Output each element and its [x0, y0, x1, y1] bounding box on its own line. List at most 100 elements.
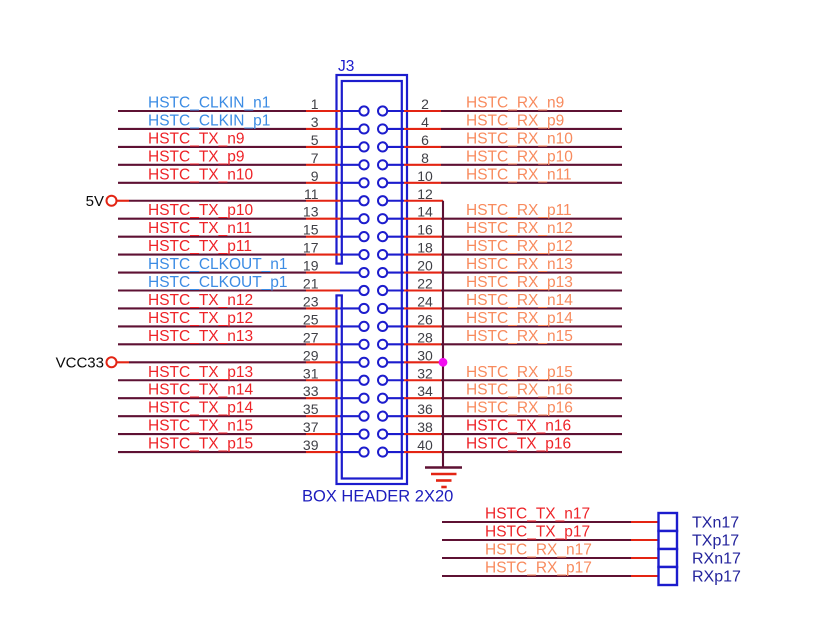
net-label-HSTC_CLKOUT_n1: HSTC_CLKOUT_n1	[148, 256, 288, 273]
pin-circle-26	[377, 320, 389, 332]
pin-circle-20	[377, 266, 389, 279]
net-label-HSTC_RX_p17: HSTC_RX_p17	[485, 560, 592, 577]
pin-number-4: 4	[421, 114, 429, 130]
pin-circle-25	[358, 320, 370, 332]
pin-circle-14	[377, 213, 389, 225]
net-label-HSTC_TX_n13: HSTC_TX_n13	[148, 328, 253, 345]
net-label-HSTC_RX_n11: HSTC_RX_n11	[466, 166, 572, 183]
net-label-HSTC_TX_n10: HSTC_TX_n10	[148, 166, 253, 183]
net-label-HSTC_RX_n10: HSTC_RX_n10	[466, 130, 573, 147]
pin-circle-1	[358, 105, 370, 117]
pin-circle-18	[377, 249, 389, 261]
pin-number-26: 26	[417, 311, 433, 327]
net-label-HSTC_TX_n12: HSTC_TX_n12	[148, 292, 253, 309]
pin-number-28: 28	[417, 329, 433, 345]
net-label-HSTC_TX_p17: HSTC_TX_p17	[485, 524, 590, 541]
pin-circle-15	[358, 231, 370, 243]
pin-number-30: 30	[417, 347, 433, 363]
pin-number-21: 21	[303, 276, 319, 292]
pin-number-20: 20	[417, 258, 433, 274]
pin-number-8: 8	[421, 150, 429, 166]
net-label-HSTC_TX_p15: HSTC_TX_p15	[148, 436, 253, 453]
pin-number-12: 12	[417, 186, 433, 202]
net-label-HSTC_RX_p11: HSTC_RX_p11	[466, 202, 572, 219]
pin-circle-10	[377, 177, 389, 189]
pin-circle-34	[377, 392, 389, 404]
pin-circle-16	[377, 231, 389, 243]
pin-number-32: 32	[417, 365, 433, 381]
pin-circle-6	[377, 141, 389, 153]
net-label-HSTC_RX_n16: HSTC_RX_n16	[466, 382, 573, 399]
part-name-label: BOX HEADER 2X20	[302, 488, 453, 506]
pin-circle-7	[358, 159, 370, 171]
pin-circle-2	[377, 105, 389, 117]
port-label-RXp17: RXp17	[692, 569, 741, 586]
net-label-HSTC_TX_p9: HSTC_TX_p9	[148, 148, 244, 165]
pin-number-6: 6	[421, 132, 429, 148]
pin-circle-35	[358, 410, 370, 422]
pin-circle-5	[358, 141, 370, 153]
pin-circle-30	[377, 356, 389, 368]
pin-circle-3	[358, 123, 370, 135]
port-box-RXn17	[657, 547, 679, 569]
connector-outline	[332, 73, 409, 486]
pin-number-11: 11	[304, 186, 319, 202]
net-label-HSTC_TX_p14: HSTC_TX_p14	[148, 400, 253, 417]
pin-number-17: 17	[303, 240, 319, 256]
connector-outer-rect	[335, 73, 409, 486]
pin-number-7: 7	[311, 150, 319, 166]
net-label-HSTC_RX_p13: HSTC_RX_p13	[466, 274, 573, 291]
pin-number-40: 40	[417, 437, 433, 453]
port-label-RXn17: RXn17	[692, 551, 741, 568]
port-label-TXn17: TXn17	[692, 515, 739, 532]
net-label-HSTC_TX_n14: HSTC_TX_n14	[148, 382, 253, 399]
port-box-TXn17	[657, 511, 679, 533]
pin-number-29: 29	[303, 347, 319, 363]
pin-circle-32	[377, 374, 389, 386]
power-net-label-5V: 5V	[86, 193, 104, 210]
junction-dot	[438, 357, 448, 367]
gnd-net-layer	[425, 200, 462, 489]
pin-circle-31	[358, 374, 370, 386]
port-box-TXp17	[657, 529, 679, 551]
net-label-HSTC_RX_n9: HSTC_RX_n9	[466, 95, 564, 112]
pin-circle-39	[358, 446, 370, 458]
net-label-HSTC_RX_p12: HSTC_RX_p12	[466, 238, 573, 255]
pin-circle-23	[358, 302, 370, 315]
net-label-HSTC_TX_n11: HSTC_TX_n11	[148, 220, 252, 237]
pin-circle-24	[377, 302, 389, 315]
pin-number-35: 35	[303, 401, 319, 417]
pin-circle-27	[358, 338, 370, 350]
net-label-HSTC_TX_p11: HSTC_TX_p11	[148, 238, 252, 255]
net-label-HSTC_TX_p16: HSTC_TX_p16	[466, 436, 571, 453]
pin-number-16: 16	[417, 222, 433, 238]
net-label-HSTC_RX_n14: HSTC_RX_n14	[466, 292, 573, 309]
net-label-HSTC_RX_p9: HSTC_RX_p9	[466, 112, 564, 129]
net-label-HSTC_RX_p15: HSTC_RX_p15	[466, 364, 573, 381]
net-label-HSTC_CLKOUT_p1: HSTC_CLKOUT_p1	[148, 274, 288, 291]
connector-inner-rect	[340, 79, 403, 480]
pin-circle-38	[377, 428, 389, 440]
net-label-HSTC_TX_p10: HSTC_TX_p10	[148, 202, 253, 219]
net-label-HSTC_TX_n9: HSTC_TX_n9	[148, 130, 244, 147]
pin-number-15: 15	[303, 222, 319, 238]
pin-number-2: 2	[421, 96, 429, 112]
pin-number-37: 37	[303, 419, 319, 435]
pin-number-27: 27	[303, 329, 319, 345]
io-ports-layer: HSTC_TX_n17TXn17HSTC_TX_p17TXp17HSTC_RX_…	[442, 506, 741, 587]
pin-circle-28	[377, 338, 389, 350]
pin-number-25: 25	[303, 311, 319, 327]
pin-circle-29	[358, 356, 370, 368]
pin-number-34: 34	[417, 383, 433, 399]
net-label-HSTC_TX_p13: HSTC_TX_p13	[148, 364, 253, 381]
pin-circle-40	[377, 446, 389, 458]
net-label-HSTC_RX_p14: HSTC_RX_p14	[466, 310, 573, 327]
pin-number-22: 22	[417, 276, 433, 292]
pin-number-31: 31	[303, 365, 319, 381]
pin-number-39: 39	[303, 437, 319, 453]
pin-number-14: 14	[417, 204, 433, 220]
pin-circle-37	[358, 428, 370, 440]
pin-number-36: 36	[417, 401, 433, 417]
